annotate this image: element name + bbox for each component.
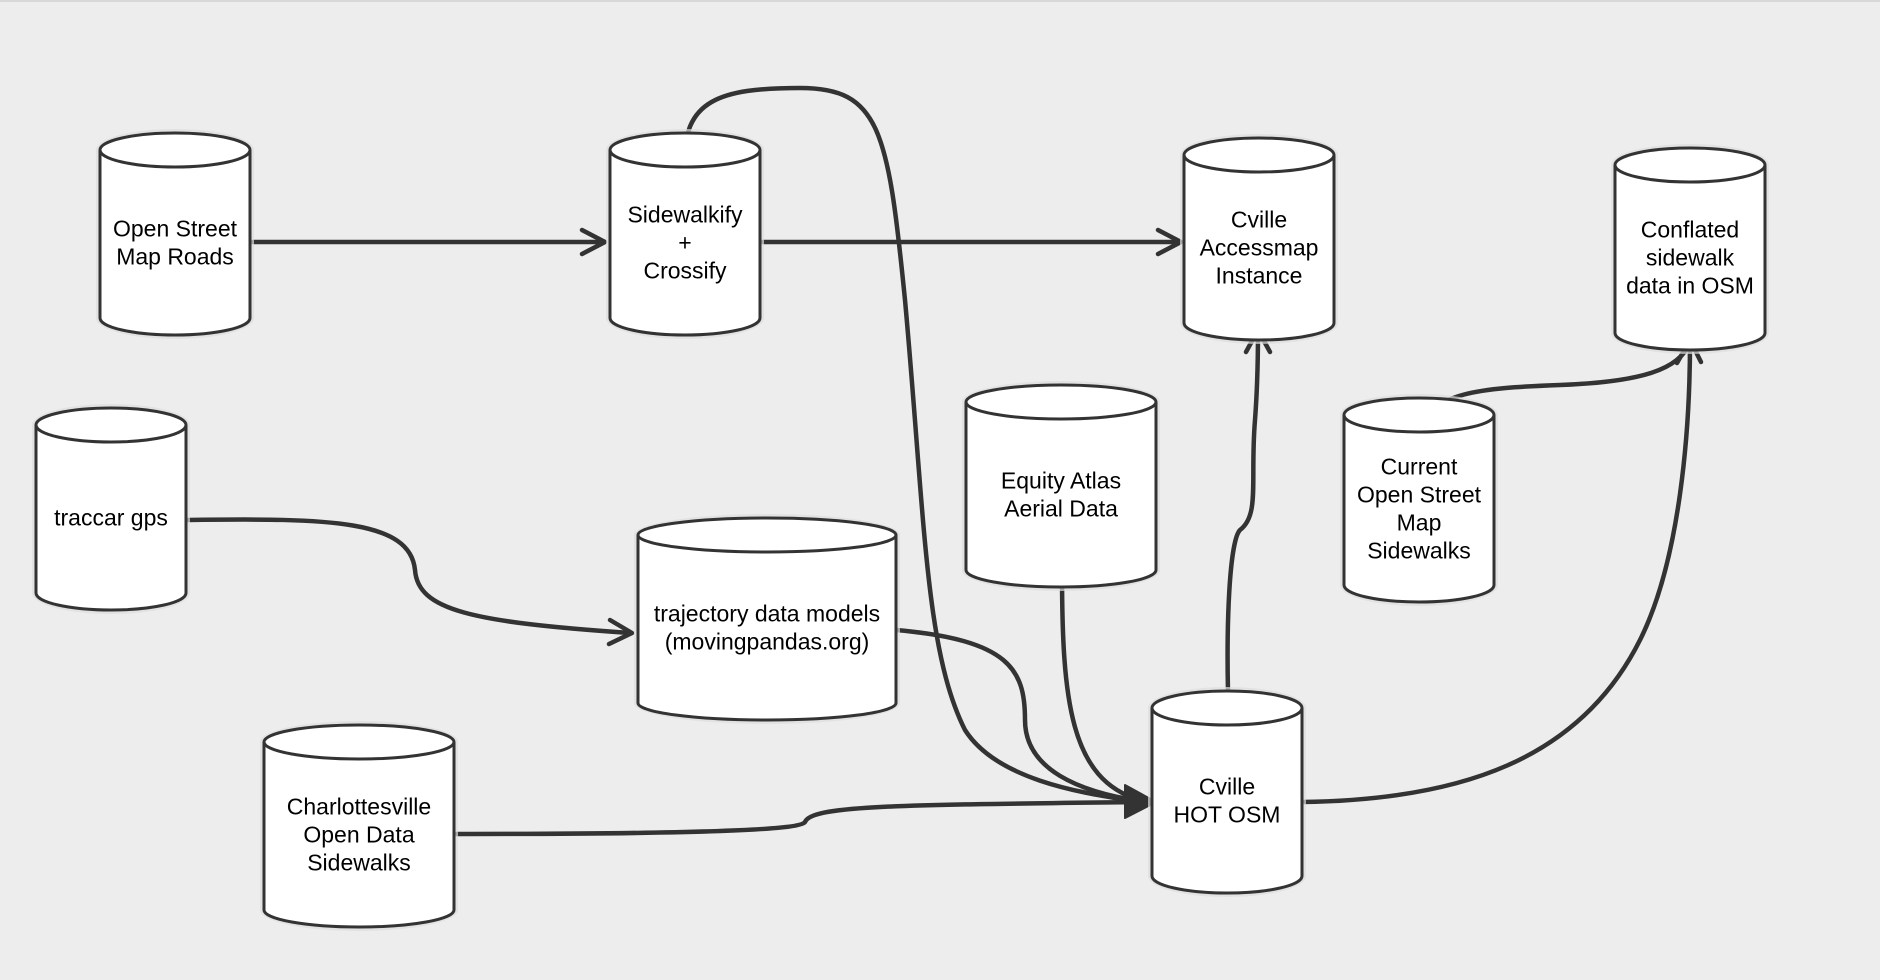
node-label-line: Instance — [1216, 263, 1303, 289]
open-arrowhead-icon — [579, 227, 608, 257]
node-label-line: Cville — [1231, 207, 1287, 233]
node-label-line: Sidewalkify — [627, 202, 743, 228]
node-label-line: Current — [1381, 454, 1458, 480]
node-label-line: Open Data — [303, 822, 414, 848]
node-label-line: Crossify — [643, 258, 727, 284]
node-label-line: traccar gps — [54, 505, 168, 531]
node-label-line: (movingpandas.org) — [665, 629, 870, 655]
node-label-line: Sidewalks — [1367, 538, 1471, 564]
node-label-line: Open Street — [1357, 482, 1482, 508]
cylinder-lid — [98, 131, 252, 169]
cylinder-lid — [636, 516, 898, 554]
edge-sidewalkify-to-hot-osm[interactable] — [682, 85, 1143, 805]
cylinder-body — [1342, 415, 1496, 604]
node-label-line: trajectory data models — [654, 601, 880, 627]
cylinder-lid — [608, 131, 762, 169]
node-label-line: Charlottesville — [287, 794, 431, 820]
cylinder-body — [262, 742, 456, 929]
cylinder-body — [964, 402, 1158, 589]
node-label-line: HOT OSM — [1174, 802, 1281, 828]
node-label-line: Sidewalks — [307, 850, 411, 876]
cylinder-lid — [1342, 396, 1496, 434]
cylinder-lid — [1150, 689, 1304, 727]
cylinder-lid — [1613, 146, 1767, 184]
node-label-line: Equity Atlas — [1001, 468, 1121, 494]
node-label-line: data in OSM — [1626, 273, 1754, 299]
cylinder-body — [1150, 708, 1304, 895]
edge-hot-osm-to-accessmap[interactable] — [1225, 327, 1273, 728]
edge-equity-atlas-to-hot-osm[interactable] — [1059, 567, 1143, 803]
node-label-line: sidewalk — [1646, 245, 1735, 271]
edge-trajectory-to-hot-osm[interactable] — [893, 627, 1143, 804]
edge-sidewalkify-to-accessmap[interactable] — [757, 227, 1184, 257]
cylinder-lid — [1182, 136, 1336, 174]
cylinder-lid — [34, 406, 188, 444]
cylinder-body — [34, 425, 188, 612]
canvas-top-border — [0, 0, 1880, 2]
cylinder-body — [1182, 155, 1336, 342]
cylinder-body — [98, 150, 252, 337]
cylinder-body — [1613, 165, 1767, 352]
node-label-line: Conflated — [1641, 217, 1739, 243]
cylinder-body — [608, 150, 762, 337]
edge-osm-roads-to-sidewalkify[interactable] — [249, 227, 608, 257]
node-label-line: Accessmap — [1200, 235, 1319, 261]
node-label-line: Map — [1397, 510, 1442, 536]
node-label-line: Open Street — [113, 216, 238, 242]
node-sidewalkify[interactable]: Sidewalkify+Crossify — [606, 129, 764, 339]
cylinder-lid — [262, 723, 456, 761]
node-trajectory[interactable]: trajectory data models(movingpandas.org) — [634, 514, 900, 724]
edge-traccar-to-trajectory[interactable] — [185, 517, 635, 647]
node-label-line: Map Roads — [116, 244, 234, 270]
node-label-line: Cville — [1199, 774, 1255, 800]
cylinder-lid — [964, 383, 1158, 421]
node-traccar[interactable]: traccar gps — [32, 404, 190, 614]
node-label-line: + — [678, 230, 691, 256]
open-arrowhead-icon — [606, 617, 635, 647]
edge-charlottesville-to-hot-osm[interactable] — [453, 799, 1143, 837]
node-label-line: Aerial Data — [1004, 496, 1118, 522]
cylinder-body — [636, 535, 898, 722]
solid-arrowhead-icon — [1124, 784, 1157, 819]
